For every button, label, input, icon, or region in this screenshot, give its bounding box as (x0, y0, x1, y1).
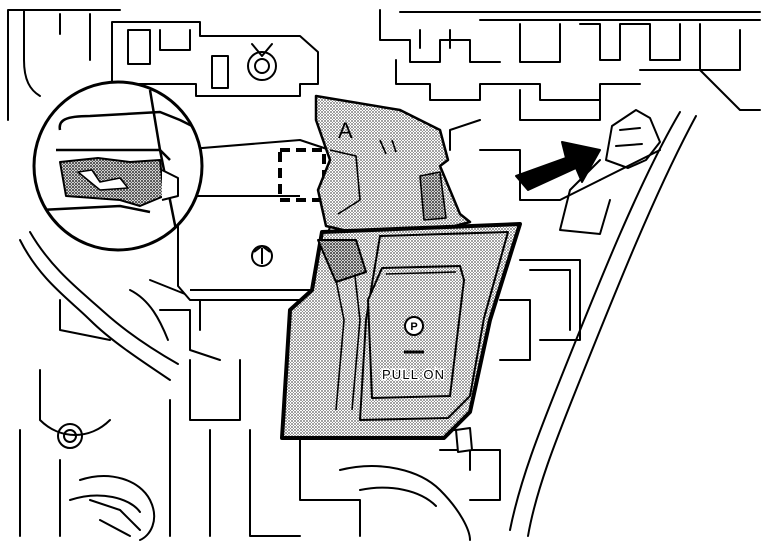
svg-text:P: P (410, 321, 417, 333)
parking-brake-switch (280, 222, 522, 453)
background-structure (7, 9, 761, 541)
mounting-bracket (177, 139, 341, 301)
removal-arrow-icon (515, 141, 601, 191)
inset-detail (32, 80, 204, 252)
shaded-panel (314, 94, 472, 236)
switch-caption: PULL ON (382, 367, 444, 382)
callout-label-a: A (338, 118, 353, 143)
parking-symbol-icon: P (404, 316, 424, 336)
